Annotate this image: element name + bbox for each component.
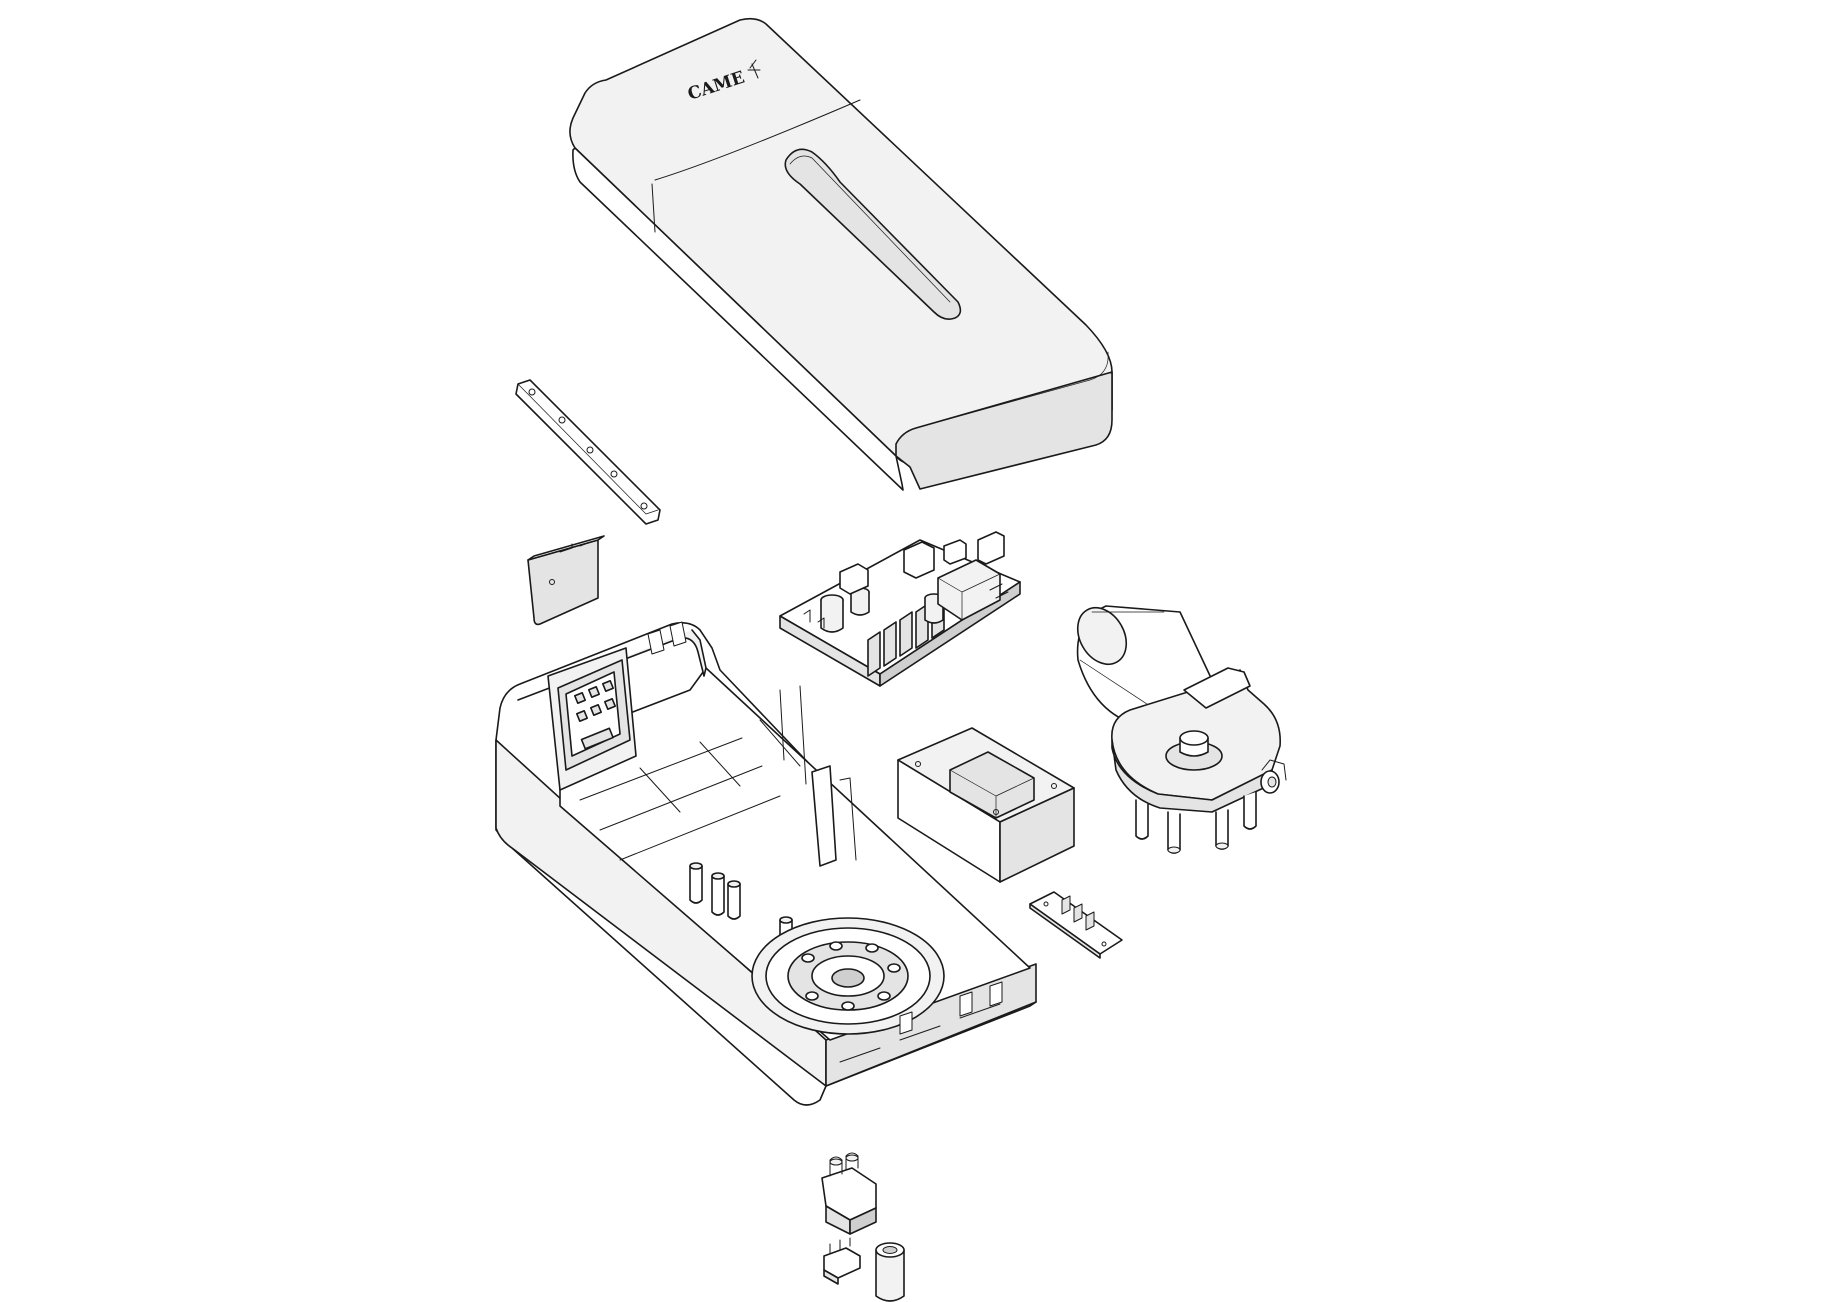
mounting-strip	[515, 379, 661, 525]
terminal-board	[1029, 891, 1123, 959]
logo-mark-icon	[747, 59, 761, 79]
transformer	[897, 727, 1075, 883]
end-cap	[527, 535, 605, 626]
gear-motor	[1076, 605, 1287, 854]
cover: CAME	[569, 17, 1113, 491]
spacer-sleeve	[875, 1242, 905, 1302]
connector	[823, 1237, 861, 1285]
base-housing	[495, 621, 1037, 1106]
cable-clamp	[821, 1152, 877, 1235]
circuit-board	[779, 531, 1021, 687]
